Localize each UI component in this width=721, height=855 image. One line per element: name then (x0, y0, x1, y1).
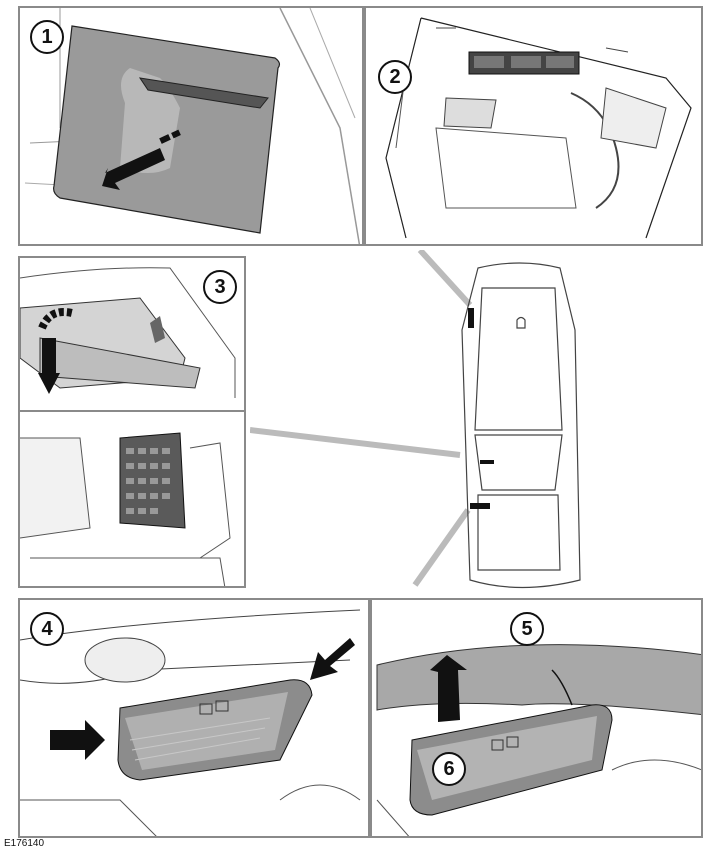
callout-1: 1 (30, 20, 64, 54)
callout-4: 4 (30, 612, 64, 646)
panel-5-6-cover-removal: 5 6 (370, 598, 703, 838)
callout-2: 2 (378, 60, 412, 94)
removal-arrow (102, 129, 181, 190)
panel-1-trim-removal: 1 (18, 6, 364, 246)
figure-id: E176140 (4, 838, 45, 849)
illustration-rear-fuse-box (385, 17, 692, 239)
panel-2-rear-fuse-box: 2 (364, 6, 703, 246)
open-glovebox-arrow (38, 308, 73, 394)
panel-3-passenger-fuse-box: 3 (18, 256, 246, 588)
engine-fuse-location-marker (470, 503, 490, 509)
clip-arrow-right (310, 638, 355, 680)
panel-4-engine-fuse-box: 4 (18, 598, 370, 838)
passenger-fuse-location-marker (480, 460, 494, 464)
callout-6: 6 (432, 752, 466, 786)
vehicle-overview (250, 250, 581, 589)
callout-3: 3 (203, 270, 237, 304)
vehicle-outline (461, 262, 581, 589)
illustration-engine-fuse-box (20, 609, 361, 836)
rear-fuse-location-marker (468, 308, 474, 328)
callout-5: 5 (510, 612, 544, 646)
illustration-trim-panel (24, 8, 361, 244)
lift-arrow (430, 655, 467, 722)
illustration-passenger-fuse-box (20, 267, 244, 586)
clip-arrow-left (50, 720, 105, 760)
